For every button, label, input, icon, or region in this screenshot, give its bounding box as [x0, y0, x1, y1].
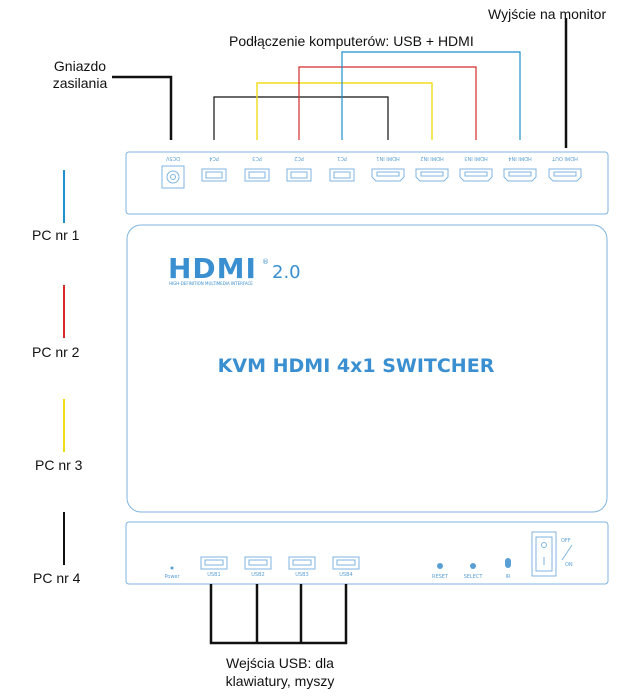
power-led [170, 566, 174, 570]
pointer-power-socket [112, 75, 173, 140]
legend-label-pc3: PC nr 3 [35, 457, 83, 473]
front-usb3: USB3 [288, 556, 316, 578]
front-usb1: USB1 [200, 556, 228, 578]
select-button [470, 563, 476, 569]
hdmi-version: 2.0 [272, 262, 301, 283]
rear-hdmi-in2: HDMI IN2 [415, 155, 449, 182]
label-output-monitor: Wyjście na monitor [488, 6, 607, 22]
ir-sensor [505, 558, 511, 568]
label-usb-inputs-line2: klawiatury, myszy [225, 673, 335, 689]
rear-port-label: HDMI OUT [551, 155, 578, 161]
label-usb-inputs-line1: Wejścia USB: dla [226, 655, 334, 671]
front-usb-label: USB3 [295, 572, 308, 578]
legend-label-pc2: PC nr 2 [32, 344, 80, 360]
device-title: KVM HDMI 4x1 SWITCHER [218, 355, 495, 377]
rear-port-label: HDMI IN2 [420, 155, 443, 161]
label-power-socket-line2: zasilania [52, 75, 108, 91]
label-power-socket-line1: Gniazdo [53, 58, 107, 74]
reset-label: RESET [432, 574, 449, 580]
front-usb4: USB4 [332, 556, 360, 578]
rear-port-label: PC1 [337, 155, 347, 161]
front-usb2: USB2 [244, 556, 272, 578]
hdmi-logo: HDMI [168, 252, 257, 285]
dc-socket: DC5V [161, 155, 185, 189]
rear-port-label: PC4 [209, 155, 219, 161]
hdmi-reg: ® [262, 258, 269, 266]
rear-hdmi-in3: HDMI IN3 [459, 155, 493, 182]
wire-pc2 [298, 66, 477, 140]
label-usb-inputs: Wejścia USB: dla klawiatury, myszy [200, 654, 360, 690]
rear-usb-port-pc4: PC4 [201, 155, 227, 182]
switch-divider [561, 544, 573, 561]
wire-pc1 [341, 51, 521, 140]
legend-label-pc4: PC nr 4 [33, 570, 81, 586]
rear-usb-port-pc3: PC3 [244, 155, 270, 182]
front-usb-label: USB1 [207, 572, 220, 578]
switch-off-label: OFF [561, 538, 571, 544]
rear-usb-port-pc2: PC2 [286, 155, 312, 182]
hdmi-tagline: HIGH-DEFINITION MULTIMEDIA INTERFACE [169, 281, 253, 286]
rear-hdmi-in1: HDMI IN1 [371, 155, 405, 182]
usb-inputs-bracket [209, 584, 348, 645]
label-power-socket: Gniazdo zasilania [40, 58, 120, 92]
top-panel [126, 224, 608, 513]
rear-hdmi-out: HDMI OUT [548, 155, 582, 182]
rear-port-label: HDMI IN4 [508, 155, 531, 161]
legend-label-pc1: PC nr 1 [32, 227, 80, 243]
rear-port-label: PC3 [252, 155, 262, 161]
reset-button [437, 563, 443, 569]
power-switch [531, 531, 557, 577]
front-usb-label: USB2 [251, 572, 264, 578]
label-pc-connection: Podłączenie komputerów: USB + HDMI [229, 33, 474, 49]
wire-pc4 [213, 96, 389, 140]
rear-usb-port-pc1: PC1 [329, 155, 355, 182]
front-power-label: Power [164, 574, 180, 580]
rear-port-label: DC5V [165, 155, 180, 161]
front-usb-label: USB4 [339, 572, 352, 578]
rear-panel [125, 151, 609, 215]
rear-port-label: HDMI IN1 [376, 155, 399, 161]
switch-on-label: ON [565, 562, 573, 568]
rear-port-label: PC2 [294, 155, 304, 161]
ir-label: IR [506, 574, 511, 580]
rear-port-label: HDMI IN3 [464, 155, 487, 161]
select-label: SELECT [464, 574, 484, 580]
rear-hdmi-in4: HDMI IN4 [503, 155, 537, 182]
wire-pc3 [256, 82, 433, 140]
